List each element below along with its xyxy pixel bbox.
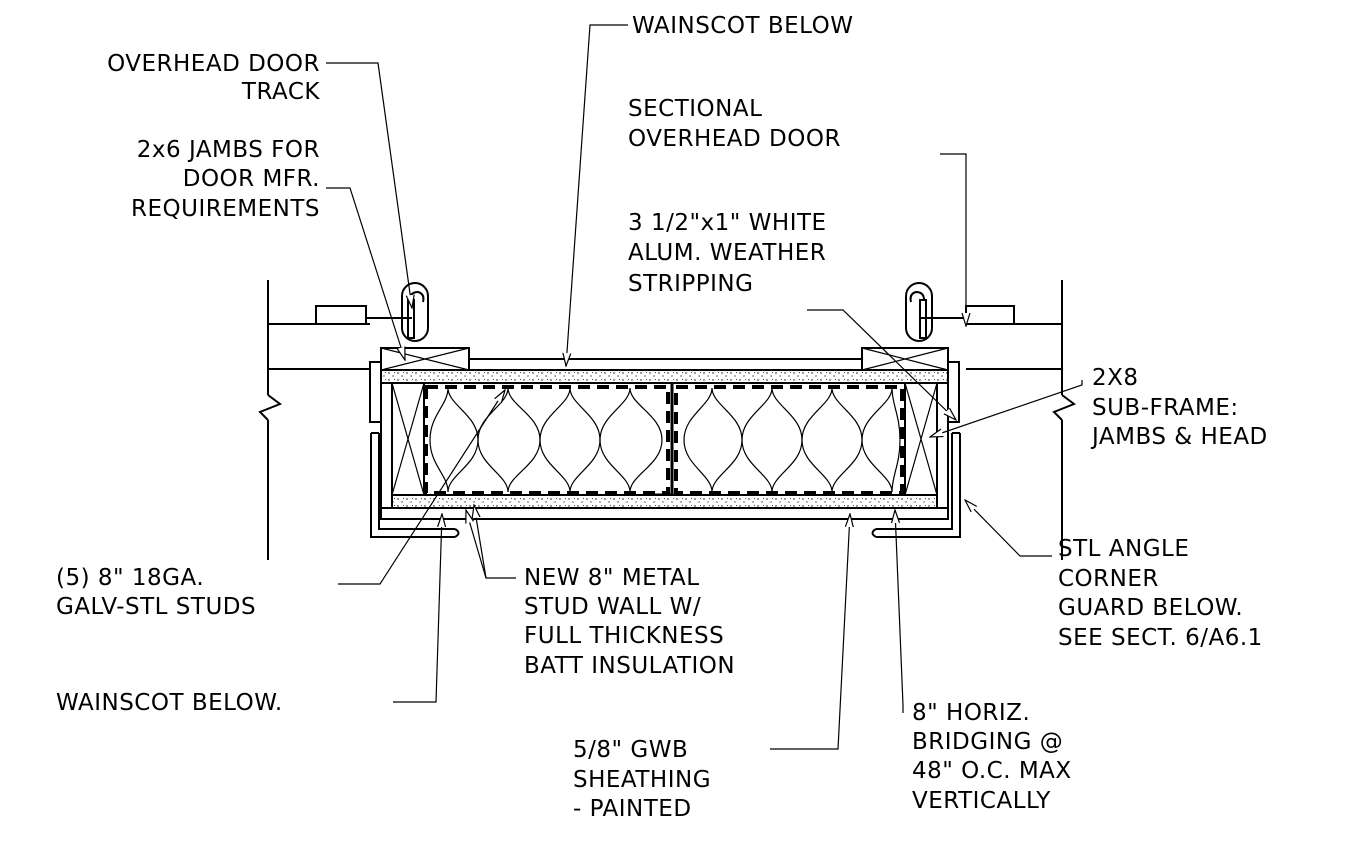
label-angle-guard-1: STL ANGLE	[1058, 536, 1189, 562]
label-sectional-door-1: SECTIONAL	[628, 96, 762, 122]
label-stud-wall-3: FULL THICKNESS	[524, 623, 724, 649]
label-bridging-1: 8" HORIZ.	[912, 700, 1030, 726]
label-jambs-2x6-1: 2x6 JAMBS FOR	[137, 137, 320, 163]
label-weather-strip-3: STRIPPING	[628, 271, 753, 297]
label-subframe-1: 2X8	[1092, 365, 1139, 391]
label-jambs-2x6-3: REQUIREMENTS	[131, 196, 320, 222]
metal-stud-bays	[424, 383, 904, 497]
batt-insulation	[429, 387, 901, 493]
steel-angle-guard-right	[871, 432, 961, 538]
existing-wall-left	[258, 280, 412, 560]
jamb-2x6-right	[861, 347, 949, 371]
label-jambs-2x6-2: DOOR MFR.	[183, 166, 320, 192]
label-angle-guard-4: SEE SECT. 6/A6.1	[1058, 625, 1263, 651]
label-gwb-3: - PAINTED	[573, 796, 692, 822]
subframe-2x8-right	[904, 382, 949, 509]
label-subframe-3: JAMBS & HEAD	[1090, 424, 1268, 450]
label-wainscot-below-bottom: WAINSCOT BELOW.	[56, 690, 283, 716]
label-weather-strip-2: ALUM. WEATHER	[628, 240, 826, 266]
subframe-2x8-left	[380, 382, 425, 509]
label-gwb-1: 5/8" GWB	[573, 737, 688, 763]
label-subframe-2: SUB-FRAME:	[1092, 395, 1239, 421]
label-angle-guard-3: GUARD BELOW.	[1058, 595, 1243, 621]
overhead-track-left	[401, 282, 429, 342]
leader-lines	[326, 24, 1083, 750]
label-studs-1: (5) 8" 18GA.	[56, 565, 204, 591]
label-studs-2: GALV-STL STUDS	[56, 594, 256, 620]
jamb-2x6-left	[380, 347, 470, 371]
label-angle-guard-2: CORNER	[1058, 566, 1159, 592]
wainscot-panel	[380, 507, 949, 520]
label-stud-wall-1: NEW 8" METAL	[524, 565, 700, 591]
label-weather-strip-1: 3 1/2"x1" WHITE	[628, 210, 827, 236]
label-sectional-door-2: OVERHEAD DOOR	[628, 126, 841, 152]
label-overhead-door-track-2: TRACK	[241, 79, 320, 105]
label-bridging-4: VERTICALLY	[912, 788, 1051, 814]
label-gwb-2: SHEATHING	[573, 767, 711, 793]
label-stud-wall-4: BATT INSULATION	[524, 653, 735, 679]
label-bridging-3: 48" O.C. MAX	[912, 758, 1072, 784]
steel-angle-guard-left	[370, 432, 460, 538]
label-overhead-door-track-1: OVERHEAD DOOR	[107, 51, 320, 77]
weather-strip-left	[369, 361, 382, 423]
label-wainscot-below-top: WAINSCOT BELOW	[632, 13, 853, 39]
label-bridging-2: BRIDGING @	[912, 729, 1063, 755]
label-stud-wall-2: STUD WALL W/	[524, 594, 701, 620]
gwb-sheathing-top	[380, 369, 949, 384]
overhead-track-right	[905, 282, 933, 342]
